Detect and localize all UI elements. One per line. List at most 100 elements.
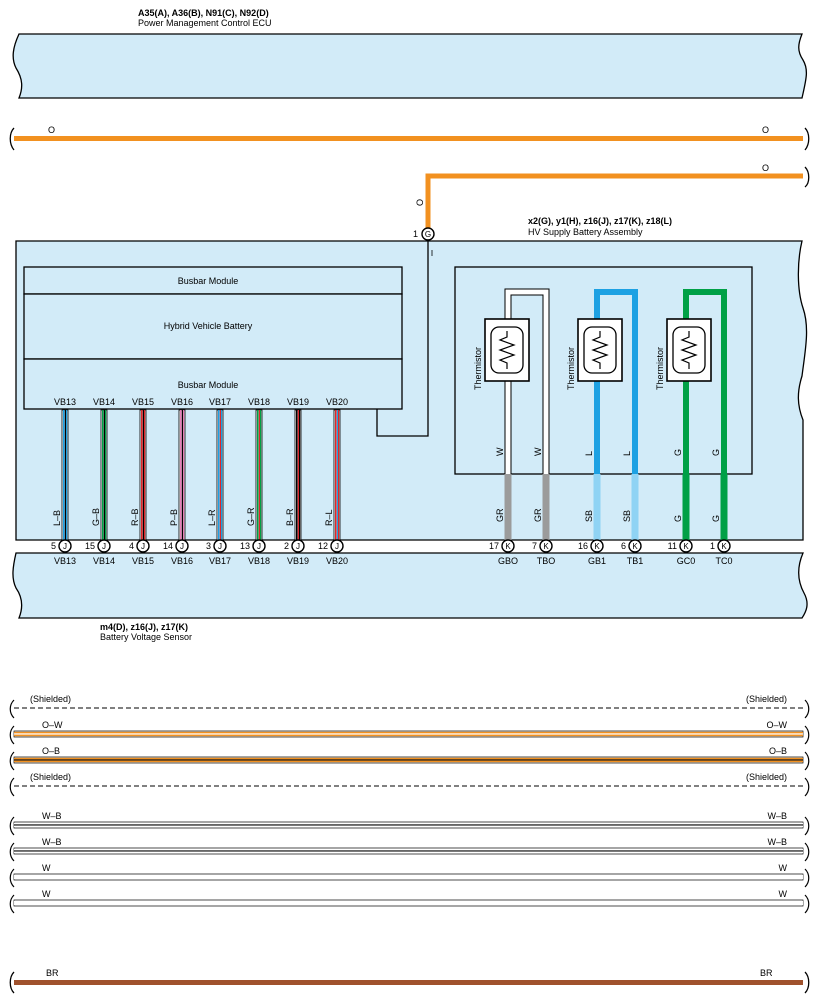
pin-gb1-connector [590,539,604,553]
bus-line-right-label: W [779,889,788,899]
busbar-module-top-label: Busbar Module [178,276,239,286]
bus-line-left-label: (Shielded) [30,772,71,782]
busbar-module-bottom [23,358,403,410]
orange-bus-2: O O [415,163,810,228]
pin-name: VB16 [171,556,193,566]
pin-vb16-connector [175,539,189,553]
vb-wire-color-label: L–R [207,509,217,526]
pin-tc0-letter: K [721,542,727,551]
power-management-ecu: A35(A), A36(B), N91(C), N92(D) Power Man… [12,8,808,99]
pin-tbo-connector [539,539,553,553]
pin-vb15-connector [136,539,150,553]
pin-number: 6 [621,541,626,551]
bus-line-right-label: (Shielded) [746,694,787,704]
bus-line-5: W–B W–B [9,811,810,836]
thermistor-label: Thermistor [473,347,483,390]
busbar-module-bottom-label: Busbar Module [178,380,239,390]
brown-bus-right-label: BR [760,968,773,978]
pin-number: 13 [240,541,250,551]
pin-vb17-letter: J [218,542,222,551]
g-pin-number: 1 [413,229,418,239]
pin-number: 12 [318,541,328,551]
bus-line-right-label: W–B [767,837,787,847]
g-pin-wire [376,240,429,437]
pin-number: 1 [710,541,715,551]
pin-number: 4 [129,541,134,551]
orange-bus-1-left-label: O [48,125,55,135]
pin-name: TBO [537,556,556,566]
thermistor-wire-top-left: G [673,449,683,456]
sensor-title: m4(D), z16(J), z17(K) [100,622,188,632]
pin-vb18-connector [252,539,266,553]
pin-vb19-connector [291,539,305,553]
bus-line-right-label: W–B [767,811,787,821]
vb-wire-color-label: L–B [52,510,62,526]
hybrid-vehicle-battery [23,293,403,360]
busbar-vb19: VB19 [287,397,309,407]
pin-number: 17 [489,541,499,551]
vb-wire-color-label: G–R [246,507,256,526]
vb-wire-color-label: R–L [324,509,334,526]
thermistor-wire-bottom-left: GR [495,508,505,522]
pin-vb13-connector [58,539,72,553]
thermistor-label: Thermistor [655,347,665,390]
pin-vb14-letter: J [102,542,106,551]
pin-name: GB1 [588,556,606,566]
pin-gbo-letter: K [505,542,511,551]
thermistor-wire-top-right: G [711,449,721,456]
pin-name: VB14 [93,556,115,566]
pin-vb13-letter: J [63,542,67,551]
thermistor-wire-top-left: W [495,447,505,456]
pin-name: VB13 [54,556,76,566]
pin-vb16-letter: J [180,542,184,551]
busbar-vb17: VB17 [209,397,231,407]
vb-wire-color-label: P–B [169,509,179,526]
busbar-vb14: VB14 [93,397,115,407]
pin-vb14-connector [97,539,111,553]
hv-title: x2(G), y1(H), z16(J), z17(K), z18(L) [528,216,672,226]
pin-number: 16 [578,541,588,551]
thermistor-wire-top-right: W [533,447,543,456]
pin-vb18-letter: J [257,542,261,551]
bus-line-left-label: W [42,889,51,899]
bus-line-1: (Shielded) (Shielded) [9,694,810,719]
pin-vb20-letter: J [335,542,339,551]
bus-line-right-label: O–W [766,720,787,730]
ecu-subtitle: Power Management Control ECU [138,18,272,28]
brown-bus-left-label: BR [46,968,59,978]
orange-bus-2-right-label: O [762,163,769,173]
bus-line-left-label: (Shielded) [30,694,71,704]
pin-number: 3 [206,541,211,551]
vb-wire-color-label: R–B [130,508,140,526]
pin-gc0-letter: K [683,542,689,551]
pin-gbo-connector [501,539,515,553]
pin-vb20-connector [330,539,344,553]
orange-bus-1-right-label: O [762,125,769,135]
pin-number: 15 [85,541,95,551]
busbar-vb15: VB15 [132,397,154,407]
busbar-module-top [23,266,403,295]
busbar-vb18: VB18 [248,397,270,407]
pin-vb17-connector [213,539,227,553]
pin-number: 7 [532,541,537,551]
bus-line-left-label: W–B [42,811,62,821]
pin-name: VB20 [326,556,348,566]
sensor-subtitle: Battery Voltage Sensor [100,632,192,642]
